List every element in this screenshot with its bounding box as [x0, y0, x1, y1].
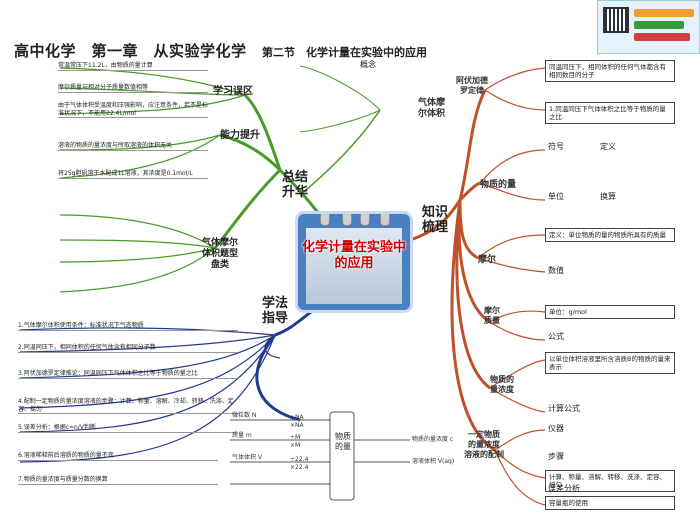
label-instrument: 仪器	[548, 424, 564, 434]
branch-gas-volume: 气体摩尔 体积题型 盘类	[202, 238, 238, 271]
bottom-left-2: 质量 m	[232, 432, 252, 440]
label-formula: 公式	[548, 332, 564, 342]
label-definition: 定义	[600, 142, 616, 152]
label-symbol: 符号	[548, 142, 564, 152]
label-unit: 单位	[548, 192, 564, 202]
center-node: 化学计量在实验中的应用	[298, 214, 410, 310]
right-note-5: 以单位体积溶液里所含溶质B的物质的量来表示	[545, 352, 675, 374]
qr-code-icon	[603, 7, 629, 33]
method-note-4: 4.配制一定物质的量浓度溶液的步骤：计算、称量、溶解、冷却、转移、洗涤、定容、摇…	[18, 398, 238, 414]
branch-knowledge: 知识 梳理	[422, 205, 448, 235]
right-note-3: 定义：单位物质的量的物质所具有的质量	[545, 228, 675, 242]
left-note-1: 常温常压下11.2L，由物质的量计算	[58, 62, 208, 71]
branch-gas-molar: 气体摩 尔体积	[418, 98, 445, 120]
branch-study-guide: 学习误区	[213, 84, 253, 99]
bottom-center-box	[330, 412, 354, 500]
right-note-7: 容量瓶的使用	[545, 496, 675, 510]
label-value: 数值	[548, 266, 564, 276]
left-note-4: 溶液的物质的量浓度与所取溶液的体积无关	[58, 142, 208, 151]
bottom-op-1: ÷NA	[290, 414, 304, 422]
connector-gas-volume	[215, 170, 280, 248]
bottom-right-1: 物质的量浓度 c	[412, 436, 453, 444]
method-note-7: 7.物质的量浓度与质量分数的换算	[18, 476, 218, 485]
center-label: 化学计量在实验中的应用	[298, 240, 410, 272]
branch-solution: 一定物质 的量浓度 溶液的配制	[464, 430, 504, 460]
page-title: 高中化学 第一章 从实验学化学	[14, 40, 247, 61]
branch-molar: 物质的量	[480, 178, 516, 193]
branch-method: 学法 指导	[262, 296, 288, 326]
branch-summary: 总结 升华	[282, 170, 308, 200]
label-steps: 步骤	[548, 452, 564, 462]
bottom-op-3: ÷M	[290, 434, 300, 442]
page-subtitle: 第二节 化学计量在实验中的应用	[262, 44, 427, 60]
label-calc-formula: 计算公式	[548, 404, 580, 414]
left-note-5: 将25g胆矾溶于水配成1L溶液，其浓度是0.1mol/L	[58, 170, 208, 179]
bottom-op-6: ×22.4	[290, 464, 308, 472]
method-note-3: 3.阿伏加德罗定律推论：同温同压下气体体积之比等于物质的量之比	[18, 370, 238, 379]
bottom-center-label: 物质的量	[334, 432, 352, 452]
branch-avogadro: 阿伏加德 罗定律	[456, 76, 488, 96]
bottom-op-5: ÷22.4	[290, 456, 308, 464]
bottom-left-1: 微粒数 N	[232, 412, 256, 420]
left-note-3: 由于气体体积受温度和压强影响，应注意条件，若不是标准状况下，不能用22.4L/m…	[58, 102, 208, 118]
left-note-2: 摩尔质量与相对分子质量数值相等	[58, 84, 208, 93]
label-conversion: 换算	[600, 192, 616, 202]
method-note-2: 2.同温同压下，相同体积的任何气体含有相同分子数	[18, 344, 238, 353]
corner-logo	[597, 0, 700, 54]
bottom-left-3: 气体体积 V	[232, 454, 262, 462]
right-note-1: 同温同压下，相同体积的任何气体都含有相同数目的分子	[545, 60, 675, 82]
bottom-right-2: 溶液体积 V(aq)	[412, 458, 454, 466]
branch-mol: 摩尔	[478, 253, 496, 268]
branch-concentration: 物质的 量浓度	[490, 375, 514, 395]
right-note-2: 1.同温同压下气体体积之比等于物质的量之比	[545, 102, 675, 124]
label-error: 误差分析	[548, 484, 580, 494]
branch-molar-mass: 摩尔 质量	[484, 306, 500, 326]
label-concept: 概念	[360, 60, 376, 70]
branch-ability: 能力提升	[220, 128, 260, 143]
right-note-4: 单位：g/mol	[545, 305, 675, 319]
method-note-5: 5.误差分析：根据c=n/V判断	[18, 424, 238, 433]
method-note-1: 1.气体摩尔体积使用条件：标准状况下气态物质	[18, 322, 238, 331]
method-note-6: 6.溶液稀释前后溶质的物质的量不变	[18, 452, 218, 461]
bottom-op-2: ×NA	[290, 422, 304, 430]
bottom-op-4: ×M	[290, 442, 300, 450]
